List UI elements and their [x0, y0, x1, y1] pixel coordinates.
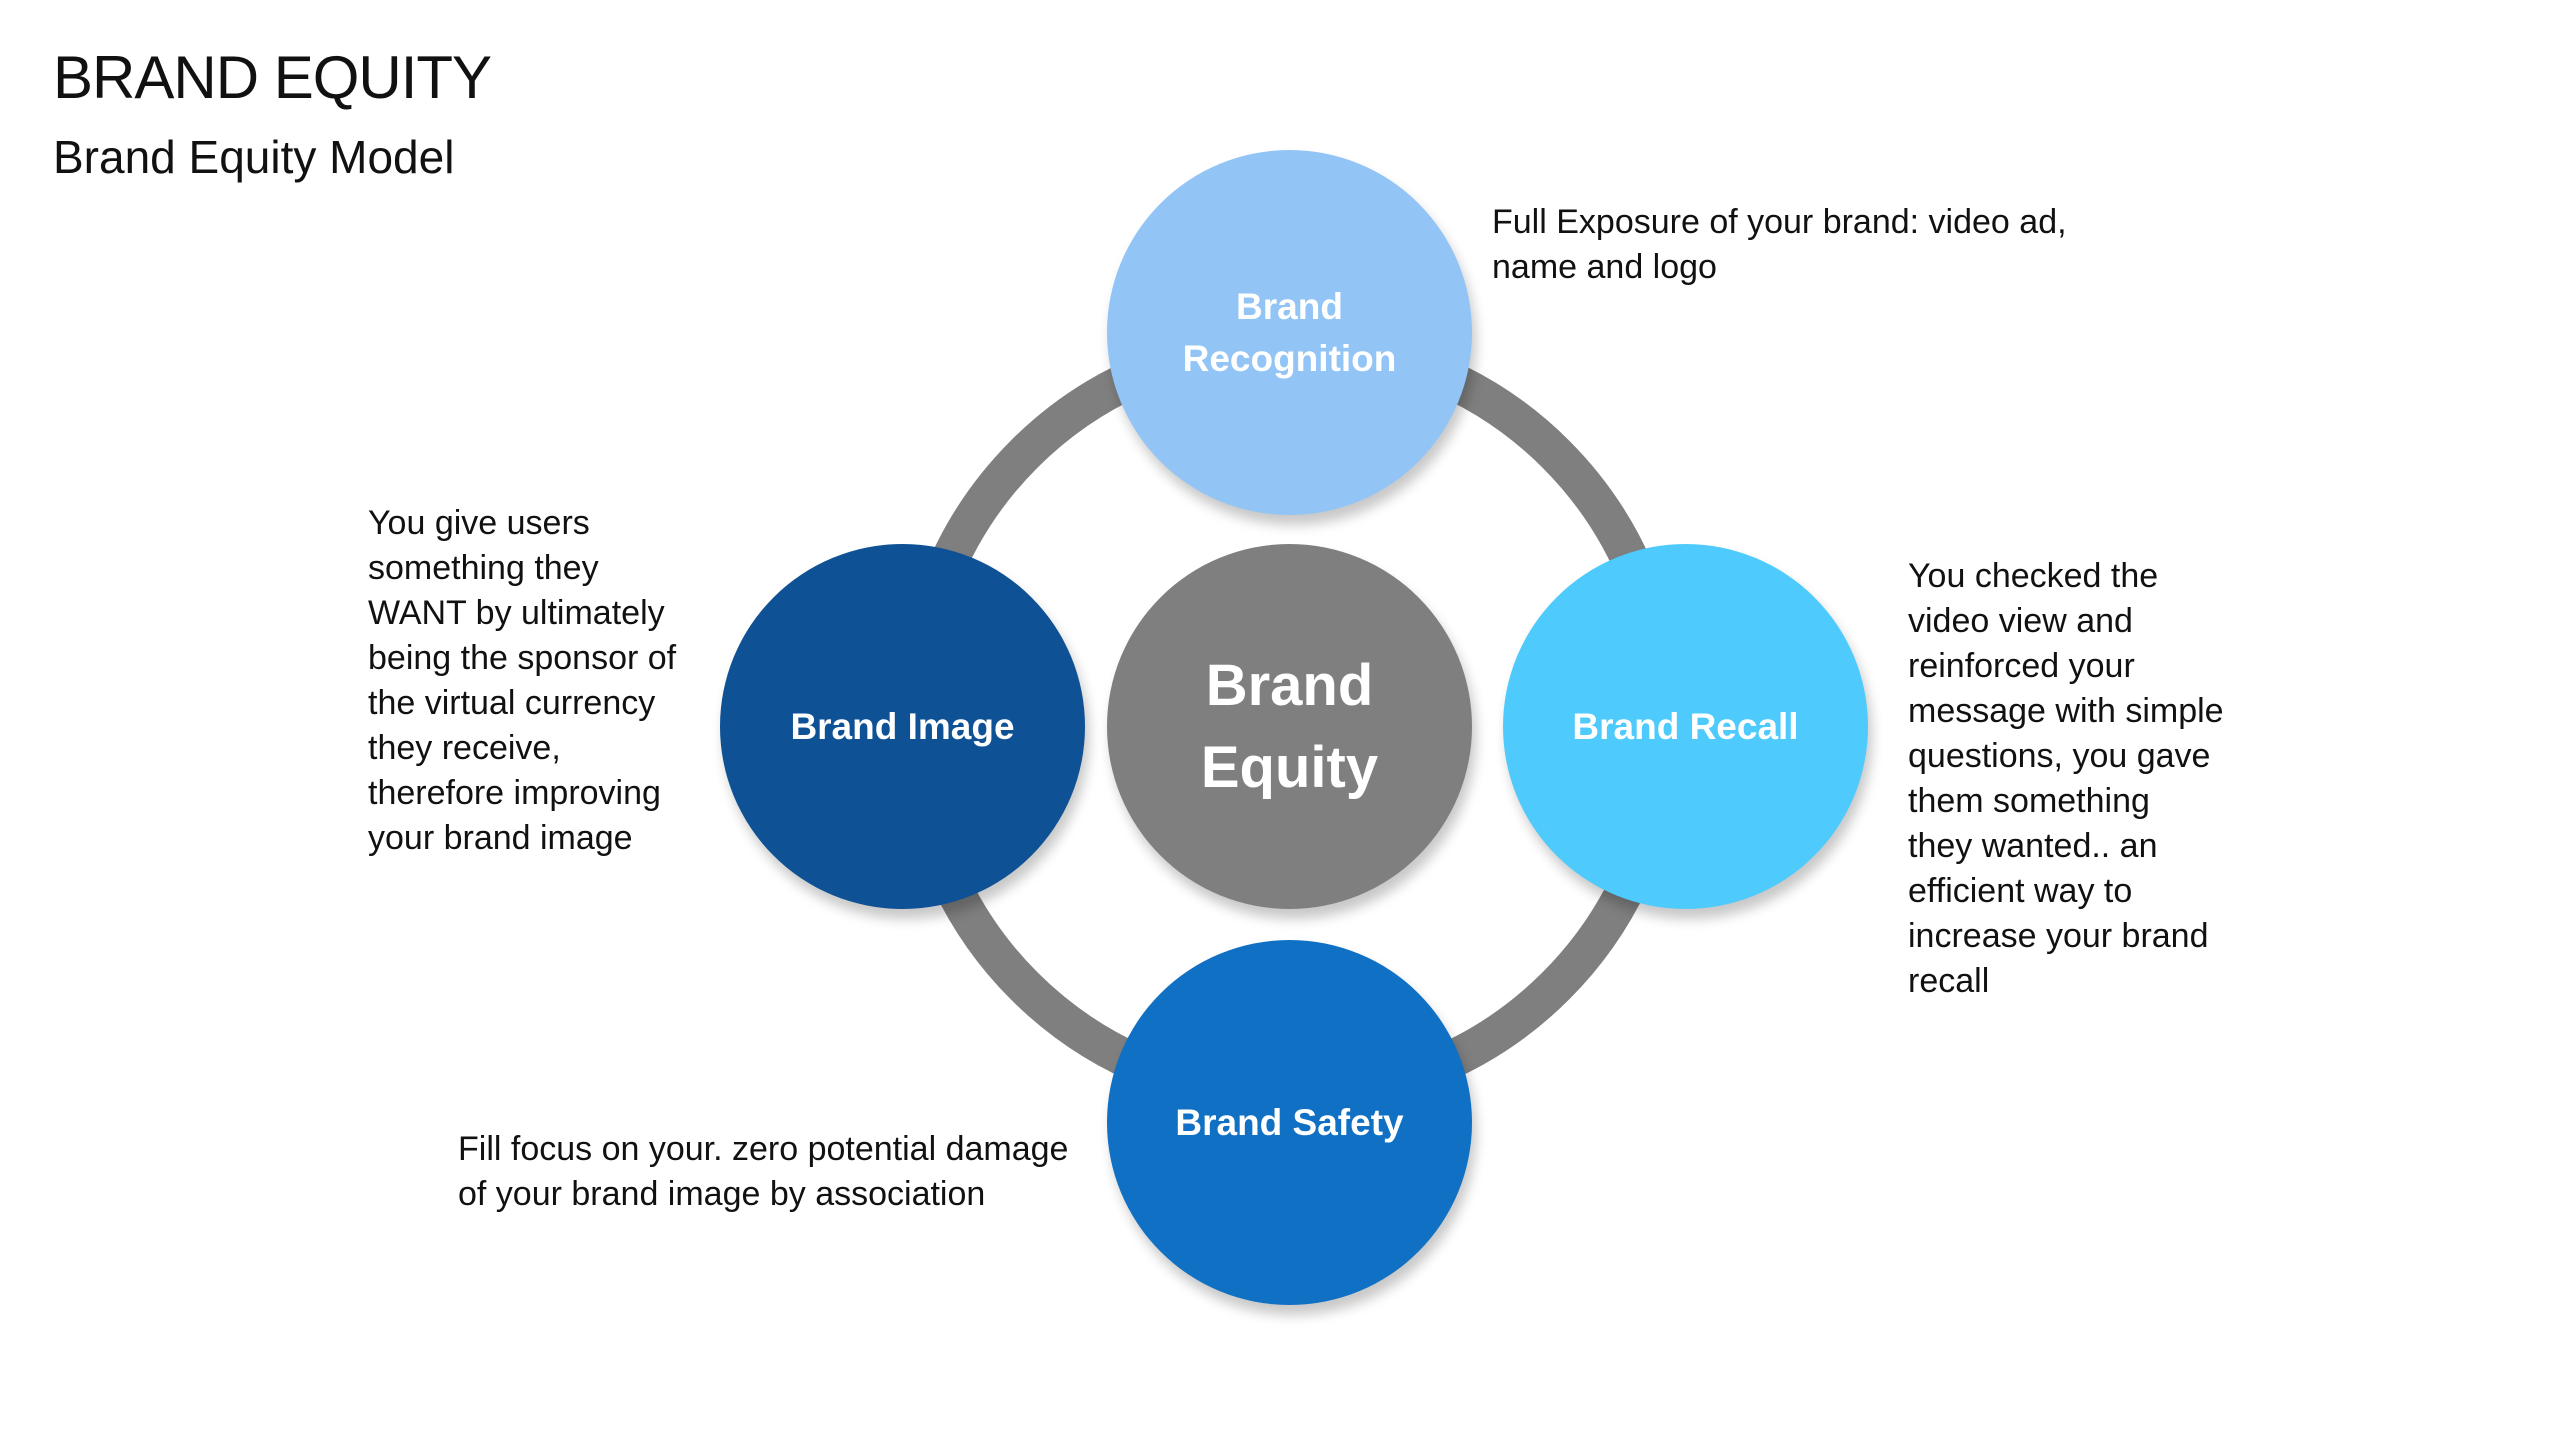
- brand-image-label: Brand Image: [790, 705, 1015, 747]
- brand-safety-description: Fill focus on your. zero potential damag…: [458, 1130, 1069, 1213]
- slide-subtitle: Brand Equity Model: [53, 131, 455, 183]
- brand-recognition-label: Brand Recognition: [1182, 285, 1397, 379]
- brand-recall-description: You checked the video view and reinforce…: [1908, 557, 2224, 1000]
- brand-recognition-node: Brand Recognition: [1107, 150, 1472, 515]
- brand-recognition-description: Full Exposure of your brand: video ad, n…: [1492, 203, 2067, 286]
- slide-title: BRAND EQUITY: [53, 44, 492, 111]
- brand-image-node: Brand Image: [720, 544, 1085, 909]
- brand-safety-node: Brand Safety: [1107, 940, 1472, 1305]
- brand-equity-center-node: Brand Equity: [1107, 544, 1472, 909]
- brand-recall-label: Brand Recall: [1572, 705, 1799, 747]
- brand-recall-node: Brand Recall: [1503, 544, 1868, 909]
- brand-safety-label: Brand Safety: [1175, 1101, 1404, 1143]
- brand-equity-center-label: Brand Equity: [1200, 653, 1379, 800]
- brand-image-description: You give users something they WANT by ul…: [368, 504, 677, 857]
